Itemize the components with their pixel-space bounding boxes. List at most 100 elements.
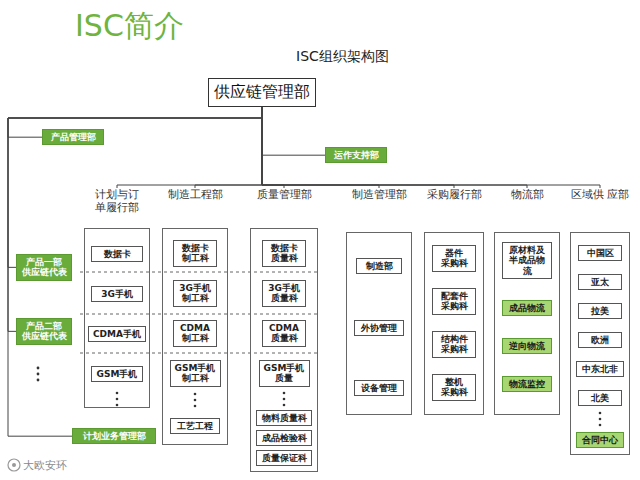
- unit-box: GSM手机: [91, 366, 143, 382]
- box-label: 3G手机 质量科: [266, 283, 302, 304]
- org-connector: [262, 107, 454, 188]
- box-label: 成品检验科: [260, 433, 308, 443]
- box-label: 合同中心: [580, 435, 620, 445]
- unit-box: 配套件 采购科: [432, 288, 476, 315]
- ellipsis-dot: [194, 405, 197, 408]
- box-label: 成品物流: [506, 303, 548, 313]
- unit-box: 制造部: [356, 258, 402, 274]
- box-label: CDMA 制工科: [177, 323, 213, 344]
- green-box: 产品二部 供应链代表: [16, 318, 72, 345]
- org-connector: [195, 107, 262, 188]
- unit-box: CDMA 质量科: [262, 320, 306, 347]
- unit-box: CDMA 制工科: [173, 320, 217, 347]
- box-label: CDMA 质量科: [266, 323, 302, 344]
- unit-box: 成品检验科: [256, 430, 312, 446]
- box-label: 数据卡: [95, 249, 139, 259]
- green-box: 产品管理部: [42, 129, 104, 145]
- box-label: 物料质量科: [260, 413, 308, 423]
- unit-box: 数据卡 质量科: [262, 240, 306, 267]
- box-label: 工艺工程: [174, 421, 216, 431]
- unit-box-green: 合同中心: [576, 432, 624, 448]
- box-label: 器件 采购科: [436, 248, 472, 269]
- department-column: 区域供 应部中国区亚太拉美欧洲中东北非北美合同中心: [570, 188, 630, 455]
- box-label: 计划业务管理部: [76, 431, 152, 441]
- unit-box: 3G手机 制工科: [173, 280, 217, 307]
- ellipsis-dot: [599, 418, 602, 421]
- box-label: 原材料及 半成品物 流: [506, 245, 548, 276]
- ellipsis-dot: [599, 412, 602, 415]
- green-box: 计划业务管理部: [72, 428, 156, 444]
- unit-box: 中东北非: [576, 361, 624, 377]
- box-label: 制造部: [360, 261, 398, 271]
- org-connector: [8, 107, 262, 332]
- box-label: 欧洲: [582, 335, 618, 345]
- box-label: 物流监控: [506, 379, 548, 389]
- box-label: 设备管理: [358, 383, 400, 393]
- unit-box: 3G手机: [91, 286, 143, 302]
- unit-box: 中国区: [578, 245, 622, 261]
- unit-box-green: 成品物流: [502, 300, 552, 316]
- box-label: 产品二部 供应链代表: [20, 321, 68, 342]
- unit-box: 设备管理: [354, 380, 404, 396]
- org-connector: [8, 107, 262, 436]
- box-label: GSM手机: [95, 369, 139, 379]
- box-label: 拉美: [582, 306, 618, 316]
- column-heading: 质量管理部: [250, 188, 318, 201]
- unit-box: CDMA手机: [88, 326, 146, 342]
- box-label: 逆向物流: [506, 341, 548, 351]
- box-label: 供应链管理部: [212, 82, 312, 103]
- unit-box: 3G手机 质量科: [262, 280, 306, 307]
- box-label: 整机 采购科: [436, 377, 472, 398]
- department-column: 质量管理部数据卡 质量科3G手机 质量科CDMA 质量科GSM手机 质量物料质量…: [250, 188, 318, 472]
- unit-box: 拉美: [578, 303, 622, 319]
- org-connector: [262, 107, 600, 188]
- row-divider: [80, 353, 320, 354]
- row-divider: [80, 272, 320, 273]
- box-label: 运作支持部: [329, 150, 383, 160]
- ellipsis-dot: [116, 392, 119, 395]
- box-label: 产品一部 供应链代表: [20, 257, 68, 278]
- unit-box: 数据卡 制工科: [173, 240, 217, 267]
- box-label: 配套件 采购科: [436, 291, 472, 312]
- ellipsis-dot: [599, 424, 602, 427]
- watermark-logo: [8, 459, 20, 471]
- box-label: GSM手机 制工科: [174, 363, 217, 384]
- watermark: 大欧安环: [23, 458, 67, 473]
- unit-box-green: 逆向物流: [502, 338, 552, 354]
- box-label: 北美: [582, 393, 618, 403]
- org-connector: [262, 107, 325, 155]
- box-label: 质量保证科: [260, 453, 308, 463]
- ellipsis-dot: [37, 373, 40, 376]
- unit-box: 欧洲: [578, 332, 622, 348]
- ellipsis-dot: [116, 398, 119, 401]
- department-column: 制造工程部数据卡 制工科 3G手机 制工科 CDMA 制工科 GSM手机 制工科工艺工…: [162, 188, 228, 445]
- ellipsis-dot: [194, 393, 197, 396]
- unit-box: 北美: [578, 390, 622, 406]
- ellipsis-dot: [283, 392, 286, 395]
- box-label: 结构件 采购科: [436, 334, 472, 355]
- column-heading: 制造管理部: [346, 188, 412, 201]
- row-divider: [80, 314, 320, 315]
- chart-subtitle: ISC组织架构图: [296, 48, 389, 66]
- watermark-logo: [12, 463, 16, 467]
- unit-box: 数据卡: [91, 246, 143, 262]
- ellipsis-dot: [194, 399, 197, 402]
- box-label: 数据卡 制工科: [177, 243, 213, 264]
- unit-box: 工艺工程: [170, 418, 220, 434]
- green-box: 运作支持部: [325, 147, 387, 163]
- ellipsis-dot: [37, 367, 40, 370]
- department-column: 物流部原材料及 半成品物 流成品物流逆向物流物流监控: [494, 188, 560, 415]
- column-heading: 物流部: [494, 188, 560, 201]
- column-heading: 制造工程部: [162, 188, 228, 201]
- unit-box: 亚太: [578, 274, 622, 290]
- unit-box: 外协管理: [354, 320, 404, 336]
- box-label: 中国区: [582, 248, 618, 258]
- slide-title: ISC简介: [75, 6, 184, 47]
- org-connector: [262, 107, 284, 188]
- box-label: 中东北非: [580, 364, 620, 374]
- column-heading: 计划与订 单履行部: [84, 188, 150, 214]
- ellipsis-dot: [116, 404, 119, 407]
